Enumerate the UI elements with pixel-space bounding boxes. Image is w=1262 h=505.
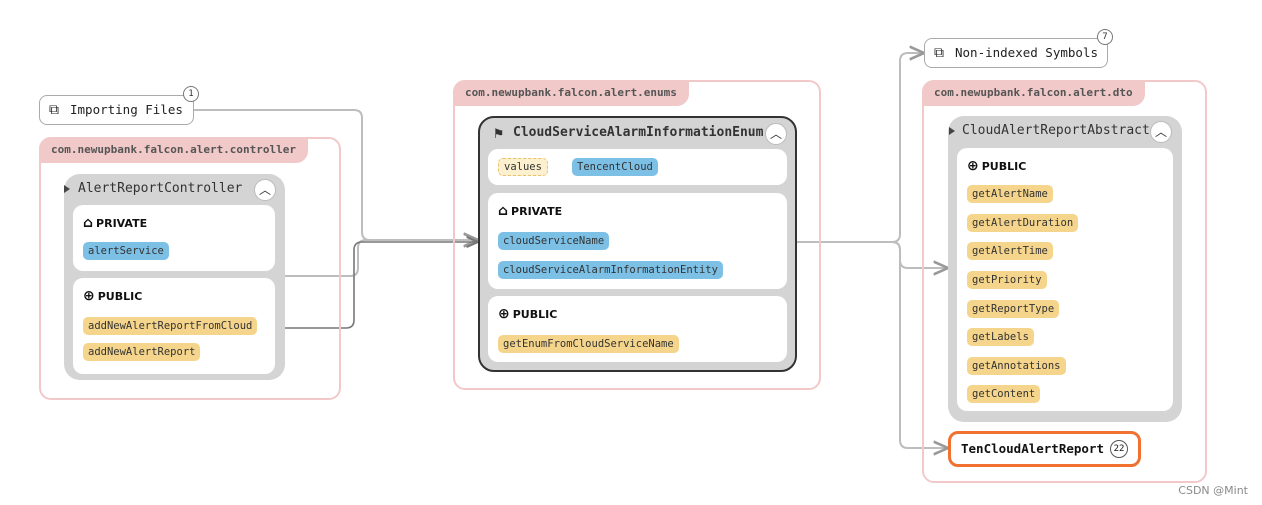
package-enums[interactable]: com.newupbank.falcon.alert.enums (453, 80, 821, 390)
class-alert-report-controller[interactable]: AlertReportController ︿ ⌂PRIVATE alertSe… (64, 174, 285, 380)
class-cloud-service-alarm-information-enum[interactable]: ⚑ CloudServiceAlarmInformationEnum ︿ val… (478, 116, 797, 372)
class-header[interactable]: CloudAlertReportAbstract ︿ (948, 116, 1182, 146)
member-tag[interactable]: getEnumFromCloudServiceName (498, 335, 679, 353)
member-tag[interactable]: addNewAlertReport (83, 343, 201, 361)
member-tag[interactable]: getAlertName (967, 185, 1053, 203)
member-tag[interactable]: getContent (967, 385, 1041, 403)
member-tag[interactable]: getAnnotations (967, 357, 1066, 375)
public-section: ⊕PUBLIC getAlertName getAlertDuration ge… (957, 148, 1173, 411)
package-controller[interactable]: com.newupbank.falcon.alert.controller (39, 137, 341, 400)
importing-files-label: Importing Files (70, 102, 183, 117)
public-label: PUBLIC (512, 308, 558, 321)
home-icon: ⌂ (498, 203, 509, 219)
home-icon: ⌂ (83, 215, 94, 231)
copy-icon: ⧉ (934, 45, 944, 61)
public-section: ⊕PUBLIC getEnumFromCloudServiceName (488, 296, 787, 362)
class-name: TenCloudAlertReport (961, 441, 1104, 456)
public-section: ⊕PUBLIC addNewAlertReportFromCloud addNe… (73, 278, 275, 374)
watermark: CSDN @Mint (1178, 484, 1248, 497)
flag-icon: ⚑ (494, 124, 504, 142)
edge-enum-to-tencloud (797, 241, 948, 448)
copy-icon: ⧉ (49, 102, 59, 118)
chevron-up-icon[interactable]: ︿ (1150, 121, 1172, 143)
member-tag[interactable]: getLabels (967, 328, 1034, 346)
private-label: PRIVATE (511, 205, 563, 218)
importing-files-chip[interactable]: ⧉ Importing Files (39, 95, 194, 125)
package-dto-label: com.newupbank.falcon.alert.dto (922, 80, 1145, 106)
class-name: AlertReportController (78, 181, 243, 196)
non-indexed-symbols-label: Non-indexed Symbols (955, 45, 1098, 60)
member-tag[interactable]: cloudServiceAlarmInformationEntity (498, 261, 723, 279)
member-tag[interactable]: addNewAlertReportFromCloud (83, 317, 258, 335)
member-tag[interactable]: alertService (83, 242, 169, 260)
globe-icon: ⊕ (498, 306, 510, 322)
class-ten-cloud-alert-report[interactable]: TenCloudAlertReport 22 (948, 431, 1141, 467)
values-label-tag: values (498, 158, 548, 176)
globe-icon: ⊕ (967, 158, 979, 174)
expand-caret-icon[interactable] (64, 185, 70, 193)
package-controller-label: com.newupbank.falcon.alert.controller (39, 137, 309, 163)
reference-count-badge: 22 (1110, 440, 1128, 458)
member-tag[interactable]: getPriority (967, 271, 1047, 289)
member-tag[interactable]: getAlertDuration (967, 214, 1079, 232)
private-section: ⌂PRIVATE cloudServiceName cloudServiceAl… (488, 193, 787, 289)
private-section: ⌂PRIVATE alertService (73, 205, 275, 271)
public-label: PUBLIC (981, 160, 1027, 173)
member-tag[interactable]: getAlertTime (967, 242, 1053, 260)
values-section: values TencentCloud (488, 149, 787, 185)
edge-addnewalertreportfromcloud-to-enum (265, 242, 478, 329)
non-indexed-symbols-count: 7 (1097, 29, 1113, 45)
class-header[interactable]: ⚑ CloudServiceAlarmInformationEnum ︿ (480, 118, 795, 148)
package-dto[interactable]: com.newupbank.falcon.alert.dto (922, 80, 1207, 483)
non-indexed-symbols-chip[interactable]: ⧉ Non-indexed Symbols (924, 38, 1108, 68)
class-cloud-alert-report-abstract[interactable]: CloudAlertReportAbstract ︿ ⊕PUBLIC getAl… (948, 116, 1182, 422)
importing-files-count: 1 (183, 86, 199, 102)
private-label: PRIVATE (96, 217, 148, 230)
globe-icon: ⊕ (83, 288, 95, 304)
chevron-up-icon[interactable]: ︿ (765, 123, 787, 145)
member-tag[interactable]: cloudServiceName (498, 232, 610, 250)
member-tag[interactable]: getReportType (967, 300, 1060, 318)
class-name: CloudAlertReportAbstract (962, 123, 1150, 138)
class-header[interactable]: AlertReportController ︿ (64, 174, 285, 204)
class-name: CloudServiceAlarmInformationEnum (513, 125, 764, 140)
chevron-up-icon[interactable]: ︿ (254, 179, 276, 201)
public-label: PUBLIC (97, 290, 143, 303)
package-enums-label: com.newupbank.falcon.alert.enums (453, 80, 689, 106)
expand-caret-icon[interactable] (949, 127, 955, 135)
value-tag[interactable]: TencentCloud (572, 158, 658, 176)
